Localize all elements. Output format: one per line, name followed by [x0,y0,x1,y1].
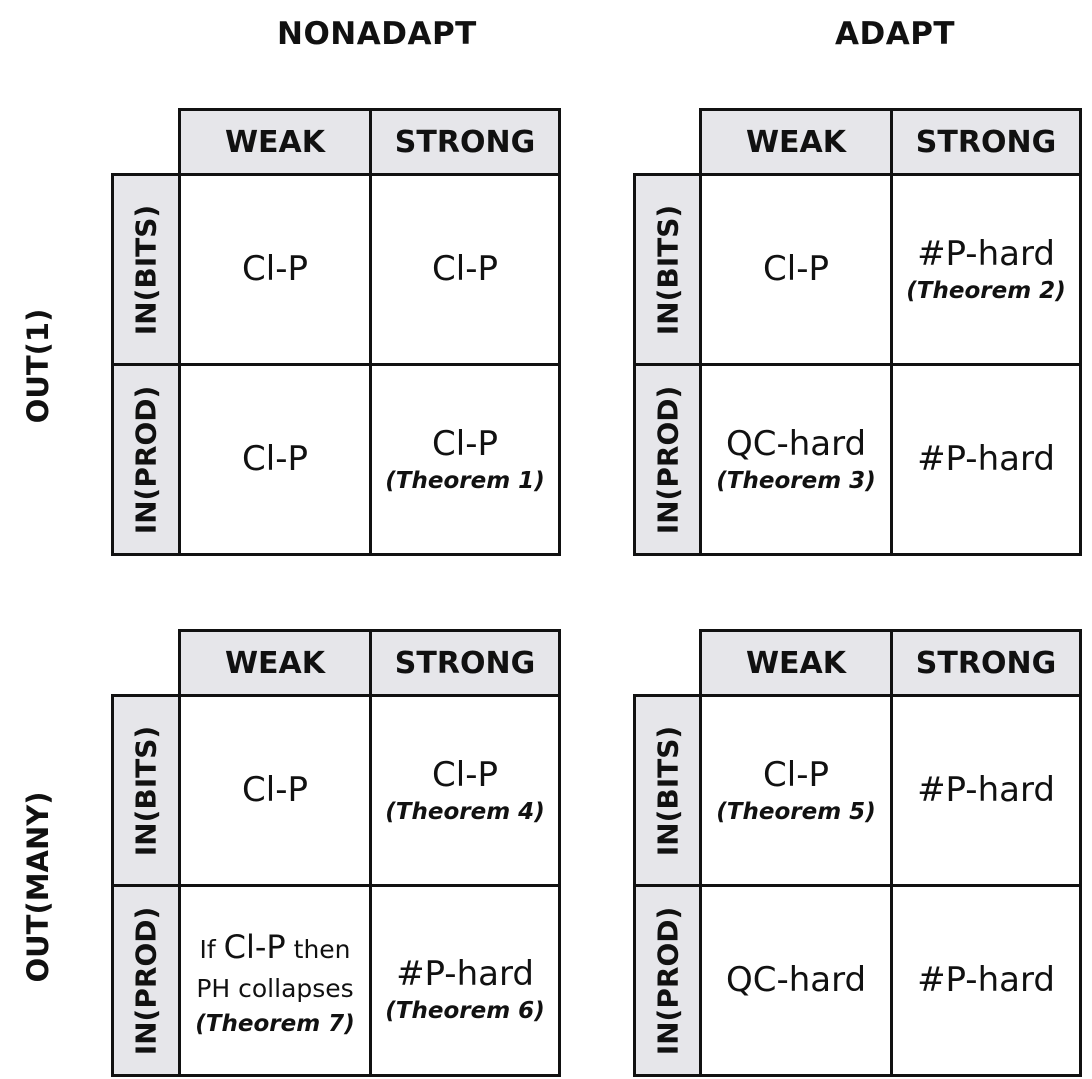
header-weak: WEAK [178,629,372,697]
cell-result: #P-hard [917,233,1055,274]
cell-strong-prod: #P-hard (Theorem 6) [369,884,561,1077]
column-title-adapt: ADAPT [835,16,956,52]
cell-result: Cl-P [242,438,308,479]
cell-result: #P-hard [917,438,1055,479]
cell-weak-prod: QC-hard [699,884,893,1077]
row-label-in-bits: IN(BITS) [111,173,181,366]
row-title-out1: OUT(1) [21,308,55,424]
row-label-in-prod: IN(PROD) [633,884,702,1077]
cell-strong-prod: Cl-P (Theorem 1) [369,363,561,556]
cell-result: Cl-P [432,248,498,289]
cell-result: Cl-P [432,754,498,795]
theorem-ref: (Theorem 4) [385,799,545,826]
cell-strong-bits: #P-hard [890,694,1082,887]
cell-weak-bits: Cl-P [699,173,893,366]
table-adapt-out1: WEAK STRONG IN(BITS) IN(PROD) Cl-P #P-ha… [633,108,1083,556]
cell-weak-bits: Cl-P [178,173,372,366]
cell-result: QC-hard [725,959,867,1000]
table-adapt-outmany: WEAK STRONG IN(BITS) IN(PROD) Cl-P (Theo… [633,629,1083,1077]
cell-result-line2: PH collapses [196,973,354,1003]
row-title-outmany: OUT(MANY) [21,791,55,983]
header-strong: STRONG [890,629,1082,697]
cell-result: Cl-P [763,248,829,289]
cell-weak-prod: QC-hard (Theorem 3) [699,363,893,556]
cell-strong-prod: #P-hard [890,884,1082,1077]
cell-weak-prod: If Cl-P then PH collapses (Theorem 7) [178,884,372,1077]
theorem-ref: (Theorem 1) [385,468,545,495]
cell-result-line1: If Cl-P then [199,928,351,967]
row-label-in-prod: IN(PROD) [111,363,181,556]
cell-strong-bits: Cl-P [369,173,561,366]
cell-result: #P-hard [917,769,1055,810]
header-strong: STRONG [369,108,561,176]
row-label-in-bits: IN(BITS) [111,694,181,887]
row-label-in-bits: IN(BITS) [633,173,702,366]
table-nonadapt-out1: WEAK STRONG IN(BITS) IN(PROD) Cl-P Cl-P … [111,108,561,556]
cell-weak-bits: Cl-P (Theorem 5) [699,694,893,887]
row-label-in-bits: IN(BITS) [633,694,702,887]
cell-result: #P-hard [396,953,534,994]
header-strong: STRONG [890,108,1082,176]
cell-weak-prod: Cl-P [178,363,372,556]
cell-weak-bits: Cl-P [178,694,372,887]
row-label-in-prod: IN(PROD) [111,884,181,1077]
theorem-ref: (Theorem 6) [385,998,545,1025]
cell-strong-prod: #P-hard [890,363,1082,556]
header-weak: WEAK [699,108,893,176]
theorem-ref: (Theorem 2) [906,278,1066,305]
theorem-ref: (Theorem 7) [195,1010,355,1037]
cell-result: #P-hard [917,959,1055,1000]
cell-result: Cl-P [432,423,498,464]
row-label-in-prod: IN(PROD) [633,363,702,556]
column-title-nonadapt: NONADAPT [277,16,477,52]
theorem-ref: (Theorem 3) [716,468,876,495]
cell-result: Cl-P [242,769,308,810]
header-weak: WEAK [178,108,372,176]
cell-result: QC-hard [725,423,867,464]
cell-strong-bits: Cl-P (Theorem 4) [369,694,561,887]
theorem-ref: (Theorem 5) [716,799,876,826]
cell-result: Cl-P [242,248,308,289]
table-nonadapt-outmany: WEAK STRONG IN(BITS) IN(PROD) Cl-P Cl-P … [111,629,561,1077]
header-strong: STRONG [369,629,561,697]
header-weak: WEAK [699,629,893,697]
cell-strong-bits: #P-hard (Theorem 2) [890,173,1082,366]
cell-result: Cl-P [763,754,829,795]
